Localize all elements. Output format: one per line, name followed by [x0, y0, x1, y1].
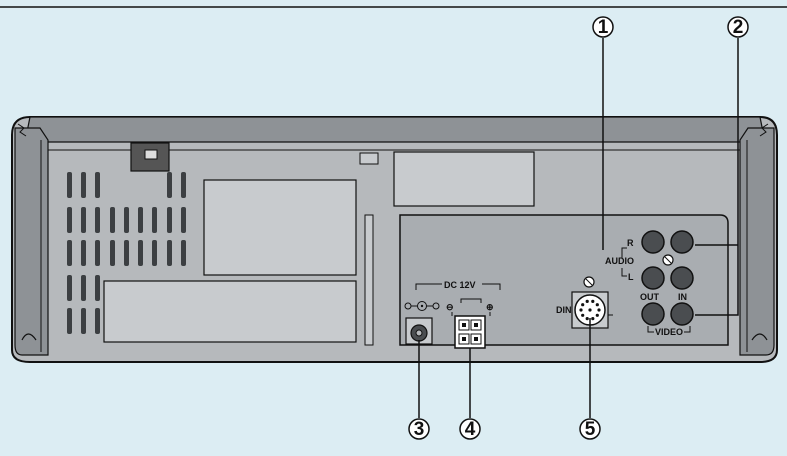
video-in-label: IN — [678, 292, 687, 302]
label-panel-top-right — [393, 151, 535, 207]
video-out-label: OUT — [640, 292, 660, 302]
vent-slot — [67, 308, 72, 334]
vent-slots — [67, 172, 186, 334]
vent-slot — [124, 207, 129, 233]
vent-slot — [81, 240, 86, 266]
vent-slot — [138, 240, 143, 266]
vent-slot — [81, 172, 86, 198]
din-pin — [595, 303, 599, 307]
callout-1: 1 — [592, 16, 614, 38]
audio-video-group: R AUDIO L OUT IN VIDEO — [605, 230, 694, 337]
vent-slot — [124, 240, 129, 266]
leader-2 — [695, 38, 739, 316]
vent-slot — [152, 207, 157, 233]
din-pin — [581, 313, 585, 317]
callout-2-number: 2 — [733, 17, 744, 38]
vent-slot — [67, 275, 72, 301]
vent-slot — [81, 207, 86, 233]
audio-r-label: R — [627, 238, 634, 248]
vent-slot — [110, 207, 115, 233]
center-negative-polarity-icon — [404, 301, 440, 311]
din-pin — [579, 308, 583, 312]
din-pins — [579, 299, 601, 321]
left-foot-hook — [21, 333, 37, 341]
din-pin — [585, 317, 589, 321]
right-foot-hook — [751, 333, 768, 341]
dc-jack-1-pin — [415, 329, 423, 337]
audio-label: AUDIO — [605, 256, 634, 266]
audio-jack-1[interactable] — [641, 230, 665, 254]
callout-2: 2 — [727, 16, 749, 38]
video-label: VIDEO — [655, 327, 683, 337]
vent-slot — [67, 172, 72, 198]
callout-5: 5 — [579, 418, 601, 440]
vent-slot — [181, 240, 186, 266]
vent-slot — [167, 207, 172, 233]
din-pin — [591, 299, 595, 303]
vent-slot — [67, 240, 72, 266]
dc-12v-group: DC 12V ⊖ ⊕ — [404, 280, 501, 349]
label-panel-lower — [103, 280, 357, 343]
vent-slot — [138, 207, 143, 233]
callout-4: 4 — [459, 418, 481, 440]
vent-slot — [167, 240, 172, 266]
dc-12v-label: DC 12V — [444, 280, 476, 290]
vent-slot — [81, 275, 86, 301]
din-group: DIN — [556, 276, 613, 329]
small-indicator-slot — [359, 152, 379, 165]
vent-slot — [110, 240, 115, 266]
minus-sign: ⊖ — [446, 302, 454, 312]
right-side-rail — [739, 127, 775, 356]
vertical-slot — [364, 214, 374, 346]
video-in-jack[interactable] — [670, 302, 694, 326]
left-side-rail — [14, 127, 49, 356]
audio-jack-2[interactable] — [670, 230, 694, 254]
dc-bracket-left — [415, 283, 442, 290]
audio-jack-4[interactable] — [670, 266, 694, 290]
callout-5-number: 5 — [585, 419, 596, 440]
audio-l-label: L — [628, 272, 634, 282]
vent-slot — [95, 308, 100, 334]
vent-slot — [167, 172, 172, 198]
vent-slot — [81, 308, 86, 334]
callout-4-number: 4 — [465, 419, 476, 440]
audio-jack-3[interactable] — [641, 266, 665, 290]
din-pin — [595, 313, 599, 317]
callout-1-number: 1 — [598, 17, 609, 38]
din-pin — [585, 299, 589, 303]
callout-3-number: 3 — [414, 419, 425, 440]
label-panel-upper — [203, 179, 357, 276]
left-corner-crimp — [17, 123, 27, 137]
din-pin — [591, 317, 595, 321]
vent-slot — [181, 172, 186, 198]
top-lid-strip — [24, 116, 766, 143]
plus-sign: ⊕ — [486, 302, 494, 312]
vent-slot — [152, 240, 157, 266]
vent-slot — [95, 240, 100, 266]
dc-bracket-right — [482, 283, 501, 290]
top-tab-window — [144, 149, 158, 160]
din-pin — [581, 303, 585, 307]
video-out-jack[interactable] — [641, 302, 665, 326]
vent-slot — [95, 172, 100, 198]
callout-3: 3 — [408, 418, 430, 440]
vent-slot — [95, 275, 100, 301]
vent-slot — [181, 207, 186, 233]
terminal-pins — [458, 319, 482, 345]
right-corner-crimp — [759, 123, 769, 137]
vent-slot — [95, 207, 100, 233]
din-pin — [597, 308, 601, 312]
callout-leaders — [418, 38, 739, 418]
din-label: DIN — [556, 305, 572, 315]
vent-slot — [67, 207, 72, 233]
din-pin — [588, 308, 592, 312]
